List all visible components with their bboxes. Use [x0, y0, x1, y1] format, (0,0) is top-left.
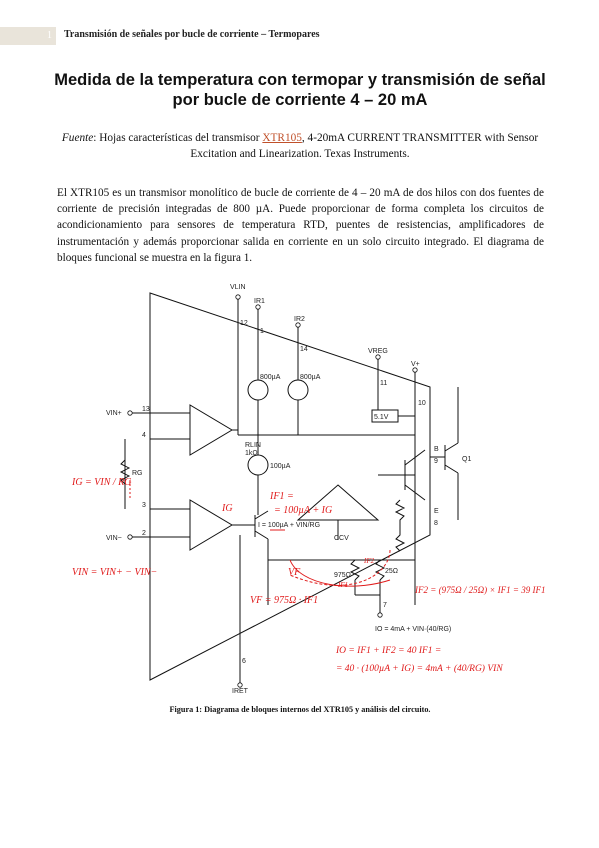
ig-label: IG: [221, 503, 233, 514]
opamp-2: [189, 499, 233, 551]
reference-label: 5.1V: [374, 414, 389, 421]
pin-13: 13: [142, 406, 150, 413]
pin-6: 6: [242, 658, 246, 665]
rlin-value: 1kΩ: [245, 450, 258, 457]
source-line: Fuente: Hojas características del transm…: [40, 130, 560, 162]
pin-14: 14: [300, 346, 308, 353]
if1-line-1: IF1 =: [269, 491, 294, 502]
vf-label: VF: [288, 567, 301, 578]
pin-8: 8: [434, 520, 438, 527]
source-1-label: 800µA: [260, 374, 281, 381]
source-2-label: 800µA: [300, 374, 321, 381]
ccv-label: CCV: [334, 535, 349, 542]
ir1-label: IR1: [254, 298, 265, 305]
block-diagram: VLIN IR1 IR2 VREG V+ 12 1 14 11 10 13 4 …: [71, 275, 545, 695]
r25-resistor: [374, 559, 386, 581]
vin-definition: VIN = VIN+ − VIN−: [72, 567, 157, 578]
vlin-label: VLIN: [230, 284, 246, 291]
vin-minus-label: VIN−: [106, 535, 122, 542]
page-header: 1 Transmisión de señales por bucle de co…: [0, 27, 599, 45]
pin-2: 2: [142, 530, 146, 537]
source-label: Fuente: [61, 132, 94, 144]
io-equation: IO = 4mA + VIN·(40/RG): [375, 626, 451, 633]
io-line-1: IO = IF1 + IF2 = 40 IF1 =: [335, 646, 441, 656]
ic-outline: [149, 292, 431, 681]
if1-line-2: = 100µA + IG: [274, 505, 332, 516]
ir2-label: IR2: [294, 316, 305, 323]
pin-3: 3: [142, 502, 146, 509]
running-title: Transmisión de señales por bucle de corr…: [64, 29, 320, 40]
q1-label: Q1: [462, 456, 471, 463]
pin-7: 7: [383, 602, 387, 609]
current-source-2: [287, 379, 309, 401]
source-post: , 4-20mA CURRENT TRANSMITTER with Sensor…: [190, 132, 539, 160]
pin-9: 9: [434, 458, 438, 465]
vf-equation: VF = 975Ω · IF1: [250, 595, 318, 606]
pin-1: 1: [260, 328, 264, 335]
vreg-label: VREG: [368, 348, 388, 355]
b-label: B: [434, 446, 439, 453]
e-label: E: [434, 508, 439, 515]
vplus-label: V+: [411, 361, 420, 368]
rg-resistor: [119, 459, 131, 485]
iret-label: IRET: [232, 688, 249, 695]
xtr105-link[interactable]: XTR105: [262, 132, 302, 144]
if1-label: IF1: [337, 581, 348, 589]
i-equation: I = 100µA + VIN/RG: [258, 522, 320, 529]
r975-label: 975Ω: [334, 572, 351, 579]
pin-10: 10: [418, 400, 426, 407]
pin-11: 11: [380, 380, 387, 387]
r975-resistor: [349, 559, 361, 581]
page-number: 1: [0, 27, 56, 45]
r25-label: 25Ω: [385, 568, 398, 575]
io-line-2: = 40 · (100µA + IG) = 4mA + (40/RG) VIN: [336, 663, 503, 674]
rg-label: RG: [132, 470, 143, 477]
opamp-1: [189, 404, 233, 456]
if2-equation: IF2 = (975Ω / 25Ω) × IF1 = 39 IF1: [414, 585, 545, 595]
pin-12: 12: [240, 320, 248, 327]
ig-definition: IG = VIN / RG: [71, 477, 132, 488]
vin-plus-label: VIN+: [106, 410, 122, 417]
source-pre: : Hojas características del transmisor: [93, 132, 263, 144]
if2-label: IF2: [363, 557, 375, 565]
figure-caption: Figura 1: Diagrama de bloques internos d…: [169, 705, 431, 714]
current-source-3: [247, 454, 269, 476]
source-3-label: 100µA: [270, 463, 291, 470]
pin-4: 4: [142, 432, 146, 439]
rlin-label: RLIN: [245, 442, 261, 449]
intro-paragraph: El XTR105 es un transmisor monolítico de…: [57, 187, 544, 264]
current-source-1: [247, 379, 269, 401]
document-title: Medida de la temperatura con termopar y …: [54, 71, 546, 109]
